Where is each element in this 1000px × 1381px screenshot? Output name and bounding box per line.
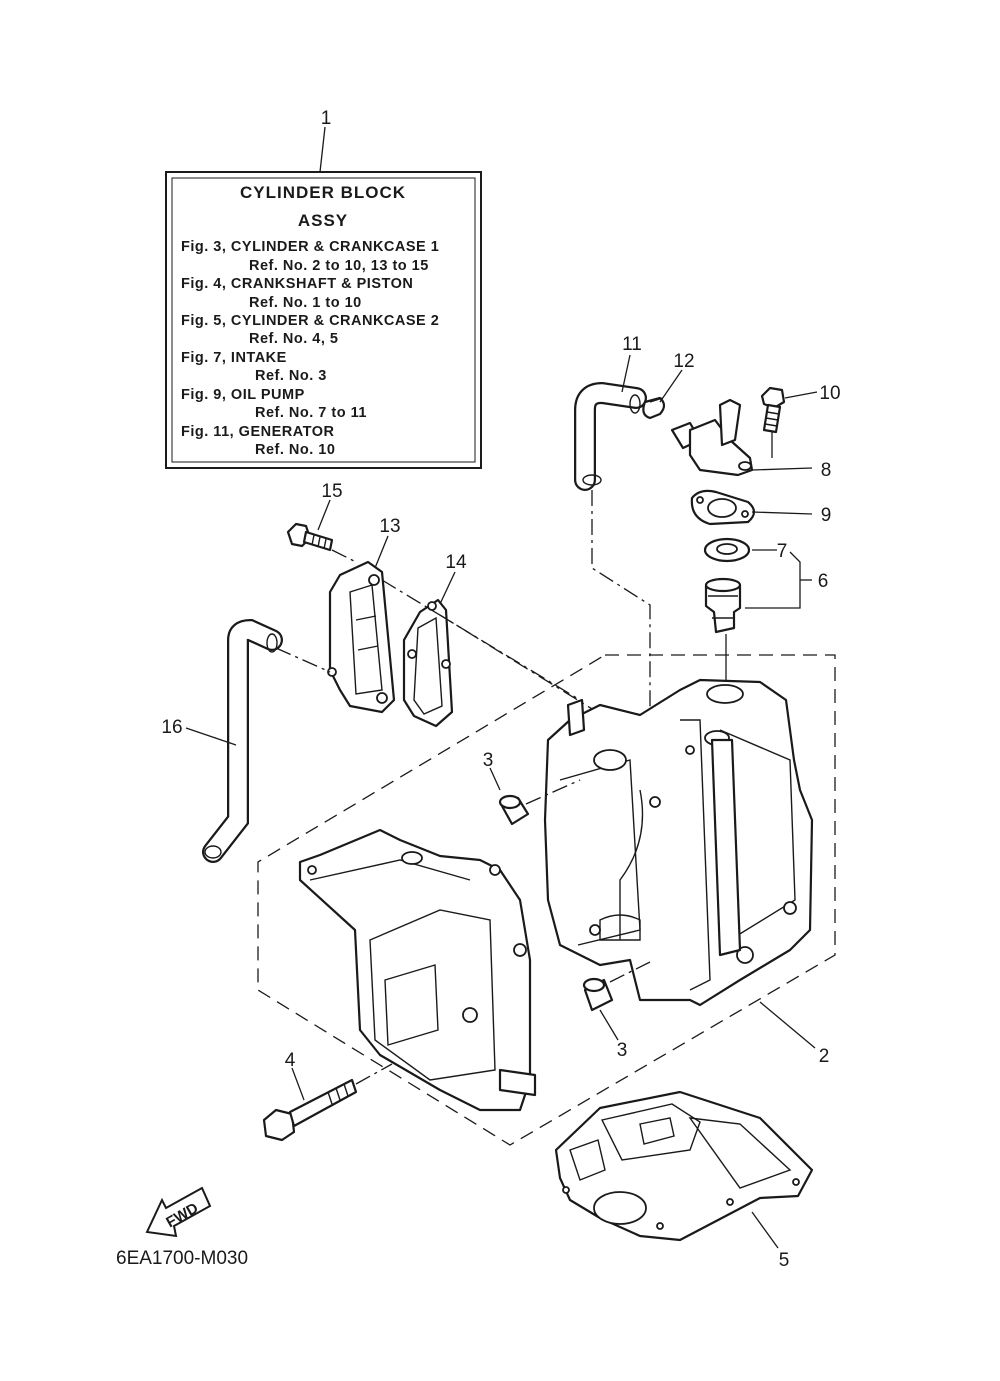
leader-line-8	[751, 467, 813, 471]
leader-line-4	[291, 1067, 305, 1101]
callout-9: 9	[821, 505, 832, 526]
diagram-code: 6EA1700-M030	[116, 1248, 248, 1269]
leader-line-14	[439, 571, 456, 605]
bolt-part-15	[286, 522, 334, 552]
callout-15: 15	[321, 481, 342, 502]
callout-14: 14	[445, 552, 467, 573]
thermostat-part-6	[704, 577, 742, 634]
leader-line-1	[319, 126, 326, 173]
assembly-dashed-outline	[257, 654, 836, 1146]
gasket-part-9	[690, 489, 756, 526]
info-line: Fig. 11, GENERATOR	[181, 424, 335, 440]
info-line: Fig. 9, OIL PUMP	[181, 387, 305, 403]
leader-line-3a	[489, 767, 501, 791]
callout-8: 8	[821, 460, 832, 481]
leader-line-12	[659, 369, 683, 403]
alignment-line-3a	[525, 779, 581, 805]
info-line: Fig. 4, CRANKSHAFT & PISTON	[181, 276, 413, 292]
info-line: Ref. No. 1 to 10	[249, 295, 362, 311]
alignment-line-13	[381, 579, 581, 701]
callout-11: 11	[622, 334, 642, 355]
leader-line-3b	[599, 1009, 619, 1041]
info-line: Fig. 7, INTAKE	[181, 350, 287, 366]
leader-line-2	[759, 1001, 816, 1049]
callout-4: 4	[285, 1050, 296, 1071]
clip-part-12	[642, 396, 666, 420]
alignment-line-14	[439, 614, 611, 721]
forward-direction-arrow-icon: FWD	[145, 1186, 212, 1238]
alignment-line-11	[591, 490, 651, 715]
washer-part-7	[703, 537, 751, 563]
alignment-line-4	[355, 1063, 393, 1085]
info-box-subtitle: ASSY	[298, 211, 348, 230]
callout-16: 16	[161, 717, 182, 738]
crankcase-part	[298, 828, 537, 1112]
leader-line-5	[751, 1211, 779, 1249]
hose-part-11	[574, 381, 647, 491]
hose-part-16	[202, 618, 283, 863]
info-box: CYLINDER BLOCK ASSY Fig. 3, CYLINDER & C…	[165, 171, 482, 469]
info-line: Fig. 5, CYLINDER & CRANKCASE 2	[181, 313, 439, 329]
bolt-part-10	[760, 386, 786, 434]
leader-line-16	[185, 727, 237, 746]
bolt-part-4	[262, 1078, 358, 1142]
callout-7: 7	[777, 541, 788, 562]
callout-3a: 3	[483, 750, 494, 771]
info-box-title: CYLINDER BLOCK	[240, 183, 406, 202]
callout-13: 13	[379, 516, 400, 537]
alignment-line-3b	[609, 961, 651, 983]
leader-line-13	[374, 535, 389, 569]
leader-line-9	[751, 511, 813, 515]
fitting-part-8	[670, 398, 754, 477]
info-line: Ref. No. 2 to 10, 13 to 15	[249, 258, 429, 274]
info-line: Ref. No. 4, 5	[249, 331, 339, 347]
callout-12: 12	[673, 351, 694, 372]
info-line: Fig. 3, CYLINDER & CRANKCASE 1	[181, 239, 439, 255]
leader-line-15	[317, 499, 331, 531]
dowel-part-3a	[498, 794, 530, 826]
callout-6: 6	[818, 571, 829, 592]
callout-1: 1	[321, 108, 332, 129]
callout-5: 5	[779, 1250, 790, 1271]
cover-part-13	[327, 560, 396, 714]
leader-line-6	[745, 551, 801, 609]
alignment-line-15	[331, 549, 357, 563]
leader-line-11	[621, 354, 631, 393]
info-line: Ref. No. 3	[255, 368, 327, 384]
alignment-line-16	[275, 647, 331, 673]
gasket-part-5	[554, 1090, 814, 1242]
info-line: Ref. No. 10	[255, 442, 335, 458]
leader-line-10	[784, 391, 818, 399]
info-line: Ref. No. 7 to 11	[255, 405, 367, 421]
callout-10: 10	[819, 383, 840, 404]
gasket-part-14	[402, 598, 454, 728]
callout-2: 2	[819, 1046, 830, 1067]
cylinder-block-part-2	[543, 678, 814, 1007]
callout-3b: 3	[617, 1040, 628, 1061]
dowel-part-3b	[582, 977, 614, 1012]
